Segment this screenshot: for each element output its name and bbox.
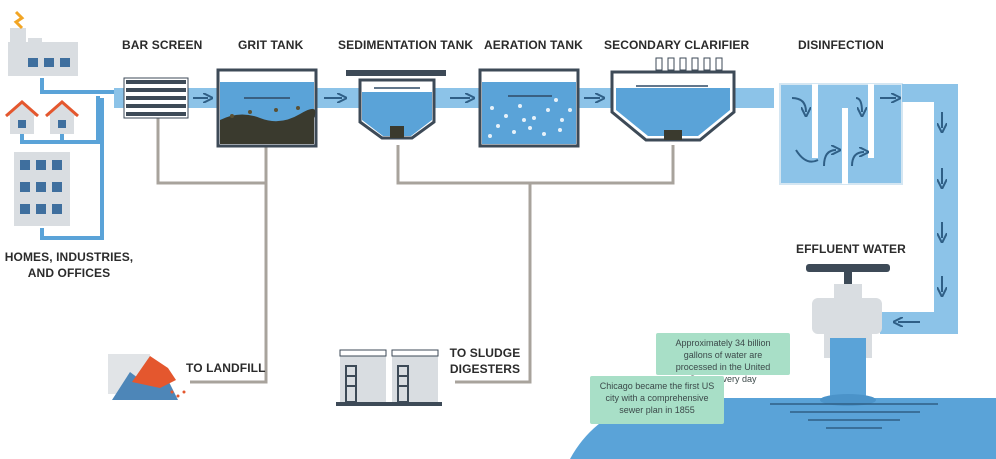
houses-icon <box>5 100 79 134</box>
aeration-tank <box>478 68 580 148</box>
to-sludge-digesters-label: TO SLUDGE DIGESTERS <box>449 346 521 376</box>
fact-chicago-callout: Chicago became the first US city with a … <box>590 376 724 424</box>
secondary-clarifier-label: SECONDARY CLARIFIER <box>604 38 750 52</box>
sources-label: HOMES, INDUSTRIES, AND OFFICES <box>4 250 134 280</box>
fact-gallons-callout: Approximately 34 billion gallons of wate… <box>656 333 790 384</box>
disinfection-label: DISINFECTION <box>798 38 884 52</box>
landfill-pile-icon <box>108 354 186 400</box>
effluent-water-label: EFFLUENT WATER <box>796 242 906 256</box>
grit-tank <box>216 68 318 148</box>
disinfection-chamber <box>779 83 903 185</box>
office-building-icon <box>14 152 70 226</box>
sludge-digesters-icon <box>336 349 442 406</box>
bar-screen <box>123 77 189 119</box>
bar-screen-label: BAR SCREEN <box>122 38 203 52</box>
aeration-tank-label: AERATION TANK <box>484 38 583 52</box>
grit-tank-label: GRIT TANK <box>238 38 304 52</box>
sedimentation-tank <box>346 70 446 140</box>
sludge-pipes <box>156 118 675 384</box>
factory-icon <box>8 10 78 76</box>
outfall-pipe <box>880 84 958 334</box>
secondary-clarifier <box>610 57 736 142</box>
to-landfill-label: TO LANDFILL <box>186 361 266 375</box>
sedimentation-tank-label: SEDIMENTATION TANK <box>338 38 474 52</box>
inlet-pipes <box>20 78 118 240</box>
